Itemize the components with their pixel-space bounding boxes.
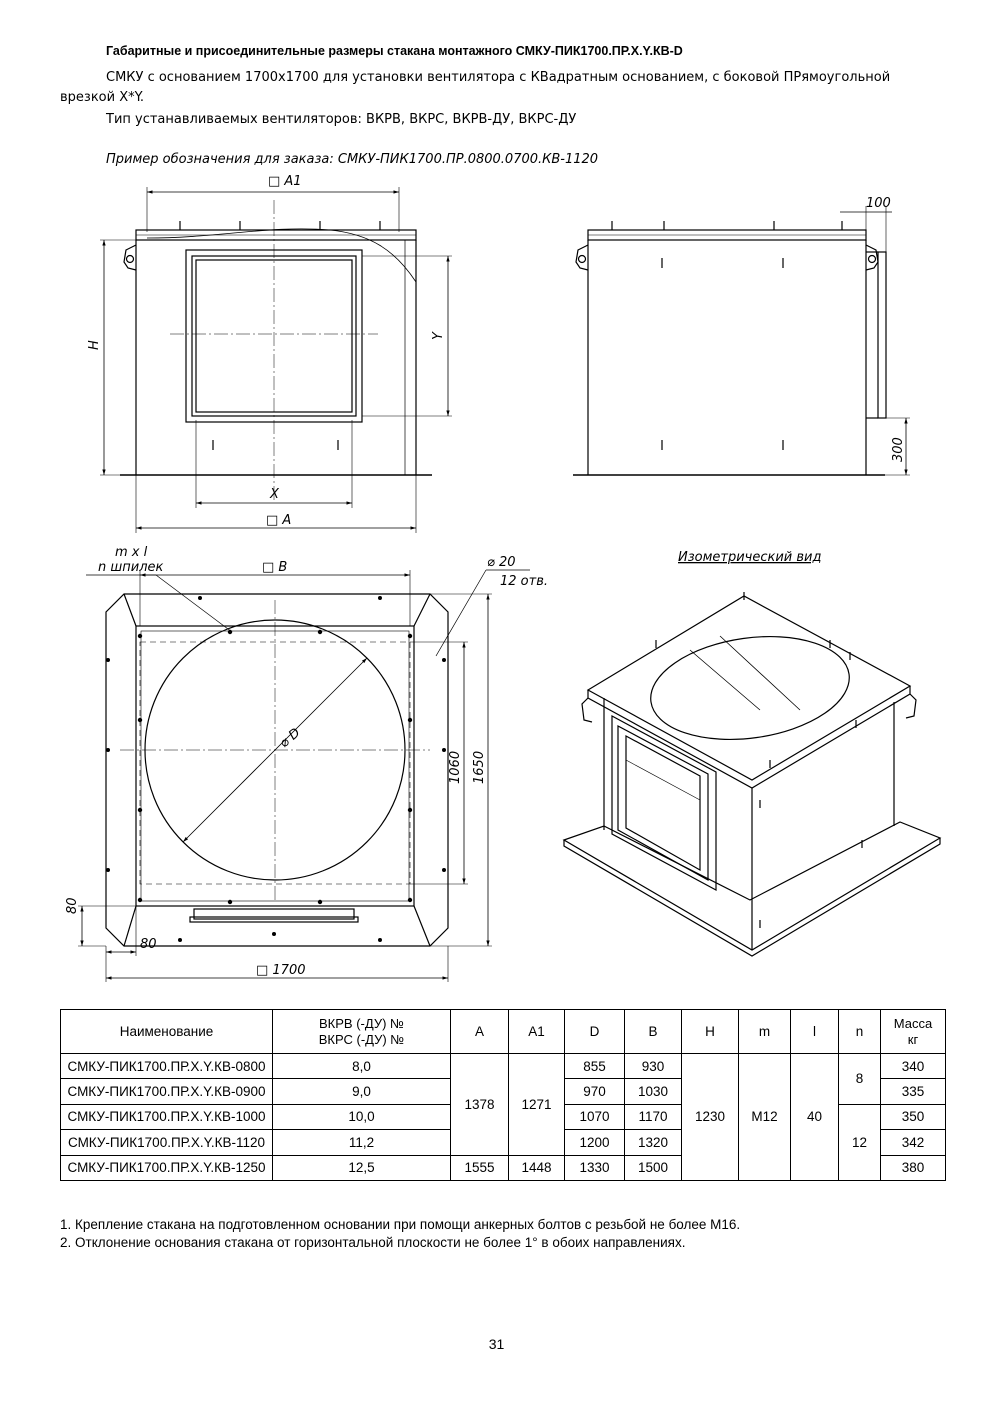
cell-a1: 1271 xyxy=(508,1053,565,1156)
cell-name: СМКУ-ПИК1700.ПР.X.Y.КВ-1120 xyxy=(60,1129,273,1156)
cell-a1: 1448 xyxy=(508,1154,565,1181)
dim-1650: 1650 xyxy=(472,751,487,784)
header-m: m xyxy=(738,1009,791,1054)
iso-view-label: Изометрический вид xyxy=(678,550,821,565)
dim-b: □ B xyxy=(262,560,287,575)
top-view xyxy=(78,569,530,982)
cell-l: 40 xyxy=(790,1053,839,1181)
technical-drawing: □ A1 H Y X □ A 100 xyxy=(65,174,942,982)
cell-fan: 10,0 xyxy=(272,1103,451,1131)
page-title: Габаритные и присоединительные размеры с… xyxy=(106,44,683,58)
cell-name: СМКУ-ПИК1700.ПР.X.Y.КВ-0800 xyxy=(60,1052,273,1080)
isometric-view xyxy=(562,592,942,957)
dim-100: 100 xyxy=(866,196,891,211)
table-row: СМКУ-ПИК1700.ПР.X.Y.КВ-0900 9,0 970 1030… xyxy=(60,1078,946,1105)
front-view xyxy=(100,187,452,533)
header-mass-line-1: Масса xyxy=(893,1015,933,1031)
cell-fan: 9,0 xyxy=(272,1078,451,1105)
cell-d: 1330 xyxy=(564,1154,625,1181)
dim-80-vertical: 80 xyxy=(65,897,80,914)
dim-300: 300 xyxy=(891,437,906,462)
label-hole-diameter: ⌀ 20 xyxy=(487,555,516,570)
cell-b: 930 xyxy=(624,1052,682,1080)
cell-mass: 335 xyxy=(880,1078,946,1105)
cell-mass: 380 xyxy=(880,1154,946,1181)
note-1: 1. Крепление стакана на подготовленном о… xyxy=(60,1217,741,1232)
table-row: СМКУ-ПИК1700.ПР.X.Y.КВ-1250 12,5 1555 14… xyxy=(60,1154,946,1181)
cell-a: 1555 xyxy=(450,1154,509,1181)
dim-1700: □ 1700 xyxy=(256,963,306,978)
cell-mass: 340 xyxy=(880,1052,946,1080)
header-mass: Масса кг xyxy=(880,1009,946,1054)
table-row: СМКУ-ПИК1700.ПР.X.Y.КВ-0800 8,0 1378 127… xyxy=(60,1052,946,1181)
specification-table: Наименование ВКРВ (-ДУ) № ВКРС (-ДУ) № A… xyxy=(60,1009,946,1181)
description-line-1-continued: врезкой X*Y. xyxy=(60,90,145,105)
cell-name: СМКУ-ПИК1700.ПР.X.Y.КВ-0900 xyxy=(60,1078,273,1105)
cell-name: СМКУ-ПИК1700.ПР.X.Y.КВ-1000 xyxy=(60,1103,273,1131)
header-fan: ВКРВ (-ДУ) № ВКРС (-ДУ) № xyxy=(272,1009,451,1054)
description-line-1: СМКУ с основанием 1700х1700 для установк… xyxy=(106,70,891,85)
cell-mass: 342 xyxy=(880,1129,946,1156)
table-header-row: Наименование ВКРВ (-ДУ) № ВКРС (-ДУ) № A… xyxy=(60,1009,946,1054)
dim-a1: □ A1 xyxy=(268,174,302,189)
label-holes: 12 отв. xyxy=(500,574,548,589)
cell-a: 1378 xyxy=(450,1053,509,1156)
cell-m: M12 xyxy=(738,1053,791,1181)
cell-mass: 350 xyxy=(880,1103,946,1131)
dim-a: □ A xyxy=(266,513,291,528)
label-mxl: m x l xyxy=(115,545,148,560)
cell-n: 12 xyxy=(838,1103,881,1181)
cell-b: 1170 xyxy=(624,1103,682,1131)
cell-name: СМКУ-ПИК1700.ПР.X.Y.КВ-1250 xyxy=(60,1154,273,1181)
cell-d: 855 xyxy=(564,1052,625,1080)
dim-x: X xyxy=(269,487,280,502)
header-b: B xyxy=(624,1009,682,1054)
header-d: D xyxy=(564,1009,625,1054)
dim-d: ⌀ D xyxy=(277,725,303,751)
header-l: l xyxy=(790,1009,839,1054)
cell-n: 8 xyxy=(838,1053,881,1105)
cell-d: 970 xyxy=(564,1078,625,1105)
header-fan-line-1: ВКРВ (-ДУ) № xyxy=(319,1015,404,1031)
cell-fan: 8,0 xyxy=(272,1052,451,1080)
cell-fan: 12,5 xyxy=(272,1154,451,1181)
header-a1: A1 xyxy=(508,1009,565,1054)
dim-80-horizontal: 80 xyxy=(140,937,157,952)
dim-1060: 1060 xyxy=(448,751,463,784)
label-studs: n шпилек xyxy=(98,560,164,575)
header-name: Наименование xyxy=(60,1009,273,1054)
table-row: СМКУ-ПИК1700.ПР.X.Y.КВ-1000 10,0 1070 11… xyxy=(60,1103,946,1181)
cell-h: 1230 xyxy=(681,1053,739,1181)
cell-b: 1030 xyxy=(624,1078,682,1105)
header-fan-line-2: ВКРС (-ДУ) № xyxy=(318,1031,405,1047)
note-2: 2. Отклонение основания стакана от гориз… xyxy=(60,1235,686,1250)
fan-types-line: Тип устанавливаемых вентиляторов: ВКРВ, … xyxy=(106,112,577,127)
order-example: Пример обозначения для заказа: СМКУ-ПИК1… xyxy=(106,152,599,167)
cell-b: 1320 xyxy=(624,1129,682,1156)
cell-d: 1200 xyxy=(564,1129,625,1156)
cell-fan: 11,2 xyxy=(272,1129,451,1156)
side-view xyxy=(573,206,910,476)
dim-y: Y xyxy=(431,331,446,340)
page-number: 31 xyxy=(488,1336,505,1352)
cell-b: 1500 xyxy=(624,1154,682,1181)
cell-d: 1070 xyxy=(564,1103,625,1131)
table-row: СМКУ-ПИК1700.ПР.X.Y.КВ-1120 11,2 1200 13… xyxy=(60,1129,946,1156)
header-a: A xyxy=(450,1009,509,1054)
notes: 1. Крепление стакана на подготовленном о… xyxy=(60,1216,740,1252)
dim-h: H xyxy=(87,340,102,350)
header-n: n xyxy=(838,1009,881,1054)
header-mass-line-2: кг xyxy=(907,1031,919,1047)
header-h: H xyxy=(681,1009,739,1054)
